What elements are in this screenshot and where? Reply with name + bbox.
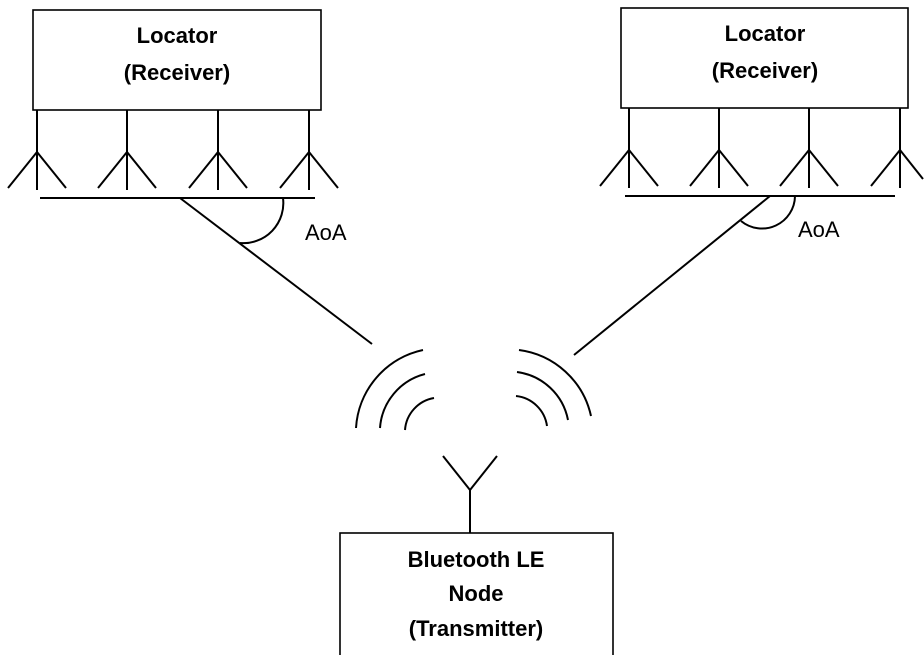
signal-line-right [573,195,771,356]
antenna-right-2 [689,108,749,188]
antenna-left-3 [188,110,248,190]
aoa-label-left: AoA [305,220,347,245]
locator-left-box [32,9,322,111]
radio-waves-right [515,349,592,427]
transmitter-role: (Transmitter) [409,616,543,641]
aoa-label-right: AoA [798,217,840,242]
locator-right: Locator (Receiver) [599,7,924,197]
wave-right-outer [518,349,592,417]
transmitter-node: Bluetooth LE Node (Transmitter) [339,532,614,655]
antenna-right-1 [599,108,659,188]
locator-left: Locator (Receiver) [7,9,339,199]
locator-left-title: Locator [137,23,218,48]
antenna-left-4 [279,110,339,190]
aoa-arc-left [239,197,285,245]
antenna-array-left [7,110,339,190]
signal-line-left [179,197,373,345]
locator-right-box [620,7,909,109]
antenna-right-3 [779,108,839,188]
radio-waves-left [355,349,435,431]
locator-left-subtitle: (Receiver) [124,60,230,85]
transmitter-title: Bluetooth LE [408,547,545,572]
wave-right-middle [516,371,569,421]
aoa-arc-right [740,195,796,230]
transmitter-subtitle: Node [449,581,504,606]
antenna-left-1 [7,110,67,190]
locator-right-subtitle: (Receiver) [712,58,818,83]
antenna-array-right [599,108,924,188]
antenna-left-2 [97,110,157,190]
wave-left-middle [379,373,426,429]
transmitter-box [339,532,614,655]
wave-left-outer [355,349,424,429]
wave-left-inner [404,397,435,431]
wave-right-inner [515,395,548,427]
antenna-right-4 [870,108,924,188]
transmitter-antenna [442,455,498,533]
locator-right-title: Locator [725,21,806,46]
